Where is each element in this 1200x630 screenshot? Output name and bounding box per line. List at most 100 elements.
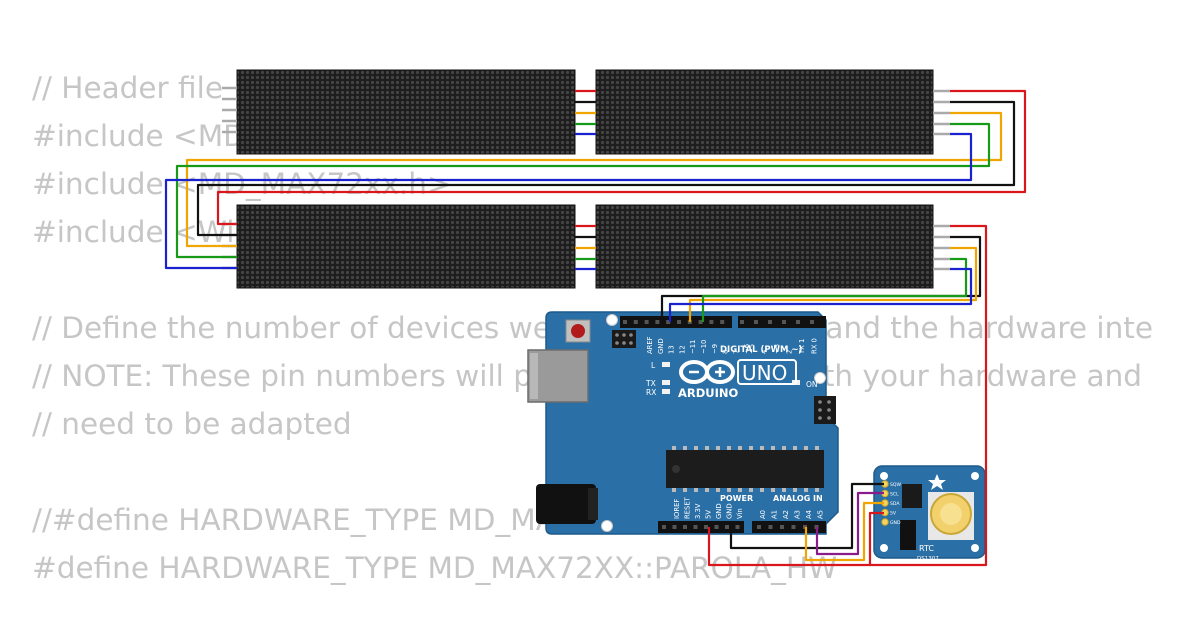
- rtc-pin-label-2: SDA: [890, 501, 900, 507]
- wire-purple-rtc-scl[interactable]: [815, 491, 884, 556]
- wire-red-rtc-5v[interactable]: [868, 511, 884, 565]
- digital-pin[interactable]: [677, 320, 681, 324]
- arduino-brand-label: ARDUINO: [678, 386, 739, 400]
- wire-orange-loop[interactable]: [185, 111, 1003, 248]
- power-pin[interactable]: [735, 525, 740, 529]
- wire-blue-loop[interactable]: [164, 132, 973, 270]
- wire-red-power[interactable]: [707, 224, 988, 567]
- digital-pin[interactable]: [796, 320, 800, 324]
- wire-red-loop[interactable]: [216, 89, 1027, 226]
- digital-pin[interactable]: [633, 320, 638, 324]
- wire-orange-rtc-sda[interactable]: [804, 501, 884, 562]
- analog-pin[interactable]: [757, 525, 761, 529]
- pin-label-8: 7: [732, 350, 740, 354]
- analog-pin-label-0: A0: [759, 510, 767, 519]
- pin-label-12: ~3: [773, 344, 781, 354]
- wires: [164, 89, 1027, 567]
- led-label-tx: TX: [645, 379, 656, 388]
- led-matrix-bottom-left[interactable]: [222, 204, 576, 289]
- digital-pin[interactable]: [709, 320, 714, 324]
- power-pin-label-0: IOREF: [673, 499, 681, 519]
- pin-label-1: GND: [657, 338, 665, 354]
- digital-pin[interactable]: [655, 320, 660, 324]
- digital-pin[interactable]: [782, 320, 786, 324]
- power-pin[interactable]: [714, 525, 719, 529]
- pin-label-3: 12: [678, 345, 686, 354]
- digital-pin[interactable]: [644, 320, 649, 324]
- wire-black-loop[interactable]: [196, 100, 1016, 237]
- pin-label-7: 8: [722, 350, 730, 354]
- pin-label-15: RX 0: [811, 338, 819, 354]
- power-pin-label-3: 5V: [705, 510, 713, 519]
- rtc-pin-label-0: SQW: [890, 482, 902, 488]
- code-line-8: // need to be adapted: [32, 407, 352, 441]
- arduino-infinity-logo-icon: [679, 360, 735, 384]
- pin-label-4: ~11: [689, 340, 697, 354]
- atmega-chip: [666, 446, 824, 492]
- power-pin-label-6: Vin: [736, 508, 744, 519]
- on-led-label: ON: [806, 380, 818, 389]
- rtc-chip-label: DS1307: [917, 556, 939, 562]
- power-pin[interactable]: [725, 525, 729, 529]
- pin-label-5: ~10: [700, 340, 708, 354]
- digital-pin[interactable]: [720, 320, 725, 324]
- pin-label-6: ~9: [711, 344, 719, 354]
- rtc-pin-label-1: SCL: [890, 491, 899, 497]
- power-pin-label-2: 3.3V: [694, 503, 702, 519]
- analog-pin-label-5: A5: [817, 510, 825, 519]
- pin-label-10: ~5: [748, 344, 756, 354]
- power-pin[interactable]: [693, 525, 698, 529]
- digital-pin[interactable]: [698, 320, 703, 324]
- wire-black-rtc-gnd[interactable]: [729, 482, 884, 550]
- power-pin[interactable]: [683, 525, 687, 529]
- wire-blue-to-arduino[interactable]: [668, 267, 973, 322]
- analog-pin[interactable]: [780, 525, 784, 529]
- power-pin[interactable]: [704, 525, 708, 529]
- code-line-11: #define HARDWARE_TYPE MD_MAX72XX::PAROLA…: [32, 551, 838, 585]
- analog-pin[interactable]: [768, 525, 773, 529]
- power-pin-label-4: GND: [715, 503, 723, 519]
- rtc-ds1307-module[interactable]: SQW SCL SDA 5V GND RTC DS1307: [873, 465, 986, 562]
- rtc-pin[interactable]: [881, 518, 889, 526]
- rtc-pin-label-4: GND: [890, 520, 901, 526]
- pin-label-2: 13: [668, 345, 676, 354]
- power-pin-label-5: GND: [726, 503, 734, 519]
- digital-label: DIGITAL (PWM ~): [720, 345, 802, 355]
- digital-pin[interactable]: [810, 320, 814, 324]
- digital-pin[interactable]: [768, 320, 772, 324]
- pin-label-9: ~6: [743, 344, 751, 354]
- digital-pin[interactable]: [740, 320, 744, 324]
- digital-pin[interactable]: [623, 320, 627, 324]
- pin-label-0: AREF: [646, 336, 654, 354]
- uno-label: UNO: [742, 361, 787, 385]
- led-matrix-top-left[interactable]: [222, 69, 576, 155]
- digital-pin[interactable]: [666, 320, 671, 324]
- pin-label-13: 2: [786, 350, 794, 354]
- power-jack: [536, 484, 596, 524]
- pin-label-14: TX 1: [798, 339, 806, 355]
- wire-green-loop[interactable]: [175, 122, 991, 259]
- coin-battery-holder: [928, 492, 974, 540]
- analog-header[interactable]: [752, 521, 826, 533]
- wire-black-to-arduino[interactable]: [660, 235, 982, 322]
- reset-button[interactable]: [565, 319, 591, 343]
- rtc-pin-label-3: 5V: [890, 510, 897, 516]
- wire-orange-to-arduino[interactable]: [688, 246, 978, 322]
- analog-pin[interactable]: [791, 525, 796, 529]
- adafruit-star-icon: [928, 474, 946, 490]
- power-pin[interactable]: [672, 525, 677, 529]
- power-pin[interactable]: [662, 525, 666, 529]
- power-pin-label-1: RESET: [684, 496, 692, 519]
- power-header[interactable]: [658, 521, 744, 533]
- analog-in-label: ANALOG IN: [773, 494, 823, 503]
- power-label: POWER: [720, 494, 753, 503]
- led-label-rx: RX: [646, 388, 656, 397]
- rtc-label: RTC: [919, 544, 934, 553]
- analog-pin-label-3: A3: [794, 510, 802, 519]
- led-matrix-top-right[interactable]: [595, 69, 950, 155]
- digital-pin[interactable]: [754, 320, 758, 324]
- analog-pin-label-1: A1: [771, 510, 779, 519]
- led-matrix-bottom-right[interactable]: [595, 204, 950, 289]
